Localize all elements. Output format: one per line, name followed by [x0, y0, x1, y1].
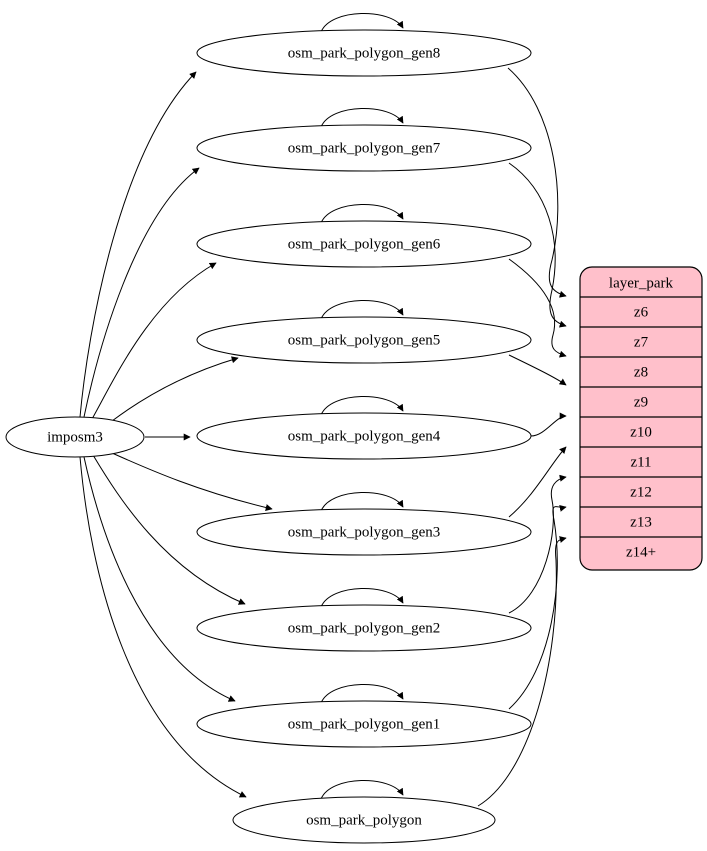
table-row-z12[interactable]: z12 — [630, 484, 652, 500]
self-loop-edges — [320, 12, 404, 800]
edge-imposm3-to-gen8 — [79, 71, 197, 418]
table-row-z13[interactable]: z13 — [630, 514, 652, 530]
edge-gen1-to-z13 — [508, 504, 567, 710]
imposm3-ellipse[interactable] — [5, 416, 145, 458]
gen4-ellipse[interactable] — [196, 412, 532, 460]
edge-gen8-to-z6 — [507, 67, 567, 298]
gen5-ellipse[interactable] — [196, 316, 532, 364]
edges-to-layer-park — [477, 67, 567, 807]
node-osm_park_polygon_gen8[interactable]: osm_park_polygon_gen8 — [196, 29, 532, 77]
self-loop-gen1 — [320, 683, 404, 704]
layer-park-header: layer_park — [609, 275, 674, 291]
polygon-ellipse[interactable] — [232, 796, 496, 844]
edges-from-imposm3 — [79, 71, 273, 798]
layer-park-header-label: layer_park — [609, 275, 674, 291]
polygon-label: osm_park_polygon — [306, 812, 422, 828]
imposm3-label: imposm3 — [47, 429, 103, 445]
layer-park-shell — [579, 266, 703, 571]
self-loop-gen8 — [320, 12, 404, 33]
layer-park-rows[interactable]: z6 z7 z8 z9 z10 z11 z12 z13 z14+ — [626, 304, 656, 560]
edge-imposm3-to-gen6 — [91, 262, 217, 420]
table-row-z7[interactable]: z7 — [634, 334, 649, 350]
table-row-z14plus[interactable]: z14+ — [626, 544, 656, 560]
self-loop-gen5 — [320, 299, 404, 320]
self-loop-gen7 — [320, 107, 404, 128]
gen3-label: osm_park_polygon_gen3 — [288, 524, 440, 540]
self-loop-gen3 — [320, 491, 404, 512]
table-row-z10[interactable]: z10 — [630, 424, 652, 440]
gen6-label: osm_park_polygon_gen6 — [288, 236, 441, 252]
edge-imposm3-to-gen5 — [111, 356, 239, 422]
gen7-ellipse[interactable] — [196, 124, 532, 172]
node-osm_park_polygon_gen6[interactable]: osm_park_polygon_gen6 — [196, 220, 532, 268]
node-osm_park_polygon_gen5[interactable]: osm_park_polygon_gen5 — [196, 316, 532, 364]
table-row-z6[interactable]: z6 — [634, 304, 649, 320]
gen1-ellipse[interactable] — [196, 700, 532, 748]
edge-gen3-to-z11 — [508, 446, 567, 518]
gen7-label: osm_park_polygon_gen7 — [288, 140, 441, 156]
node-osm_park_polygon_gen7[interactable]: osm_park_polygon_gen7 — [196, 124, 532, 172]
edge-gen6-to-z8 — [508, 258, 567, 358]
table-row-z9[interactable]: z9 — [634, 394, 648, 410]
node-imposm3[interactable]: imposm3 — [5, 416, 145, 458]
layer-park-row-separators — [580, 296, 702, 538]
table-row-z8[interactable]: z8 — [634, 364, 648, 380]
edge-gen4-to-z10 — [530, 412, 567, 437]
table-row-z11[interactable]: z11 — [630, 454, 651, 470]
self-loop-gen4 — [320, 395, 404, 416]
edge-imposm3-to-gen3 — [111, 452, 273, 511]
gen1-label: osm_park_polygon_gen1 — [288, 716, 440, 732]
gen2-label: osm_park_polygon_gen2 — [288, 620, 440, 636]
node-osm_park_polygon_gen3[interactable]: osm_park_polygon_gen3 — [196, 508, 532, 556]
gen3-ellipse[interactable] — [196, 508, 532, 556]
self-loop-gen2 — [320, 587, 404, 608]
self-loop-gen6 — [320, 203, 404, 224]
edge-gen7-to-z7 — [508, 162, 567, 328]
node-osm_park_polygon_gen1[interactable]: osm_park_polygon_gen1 — [196, 700, 532, 748]
edge-gen5-to-z9 — [508, 354, 567, 386]
edge-imposm3-to-gen7 — [83, 167, 200, 418]
self-loop-polygon — [320, 779, 404, 800]
layer-park-table[interactable]: layer_park z6 z7 z8 z9 z10 — [579, 266, 703, 571]
edge-gen2-to-z12 — [508, 474, 567, 614]
gen8-ellipse[interactable] — [196, 29, 532, 77]
edge-polygon-to-z14plus — [477, 536, 567, 807]
edge-imposm3-to-gen1 — [83, 456, 236, 702]
gen2-ellipse[interactable] — [196, 604, 532, 652]
gen4-label: osm_park_polygon_gen4 — [288, 428, 441, 444]
node-osm_park_polygon_gen4[interactable]: osm_park_polygon_gen4 — [196, 412, 532, 460]
gen8-label: osm_park_polygon_gen8 — [288, 45, 440, 61]
node-osm_park_polygon_gen2[interactable]: osm_park_polygon_gen2 — [196, 604, 532, 652]
edge-imposm3-to-polygon — [79, 456, 247, 798]
node-osm_park_polygon[interactable]: osm_park_polygon — [232, 796, 496, 844]
edge-imposm3-to-gen2 — [92, 454, 246, 605]
gen6-ellipse[interactable] — [196, 220, 532, 268]
gen5-label: osm_park_polygon_gen5 — [288, 332, 440, 348]
